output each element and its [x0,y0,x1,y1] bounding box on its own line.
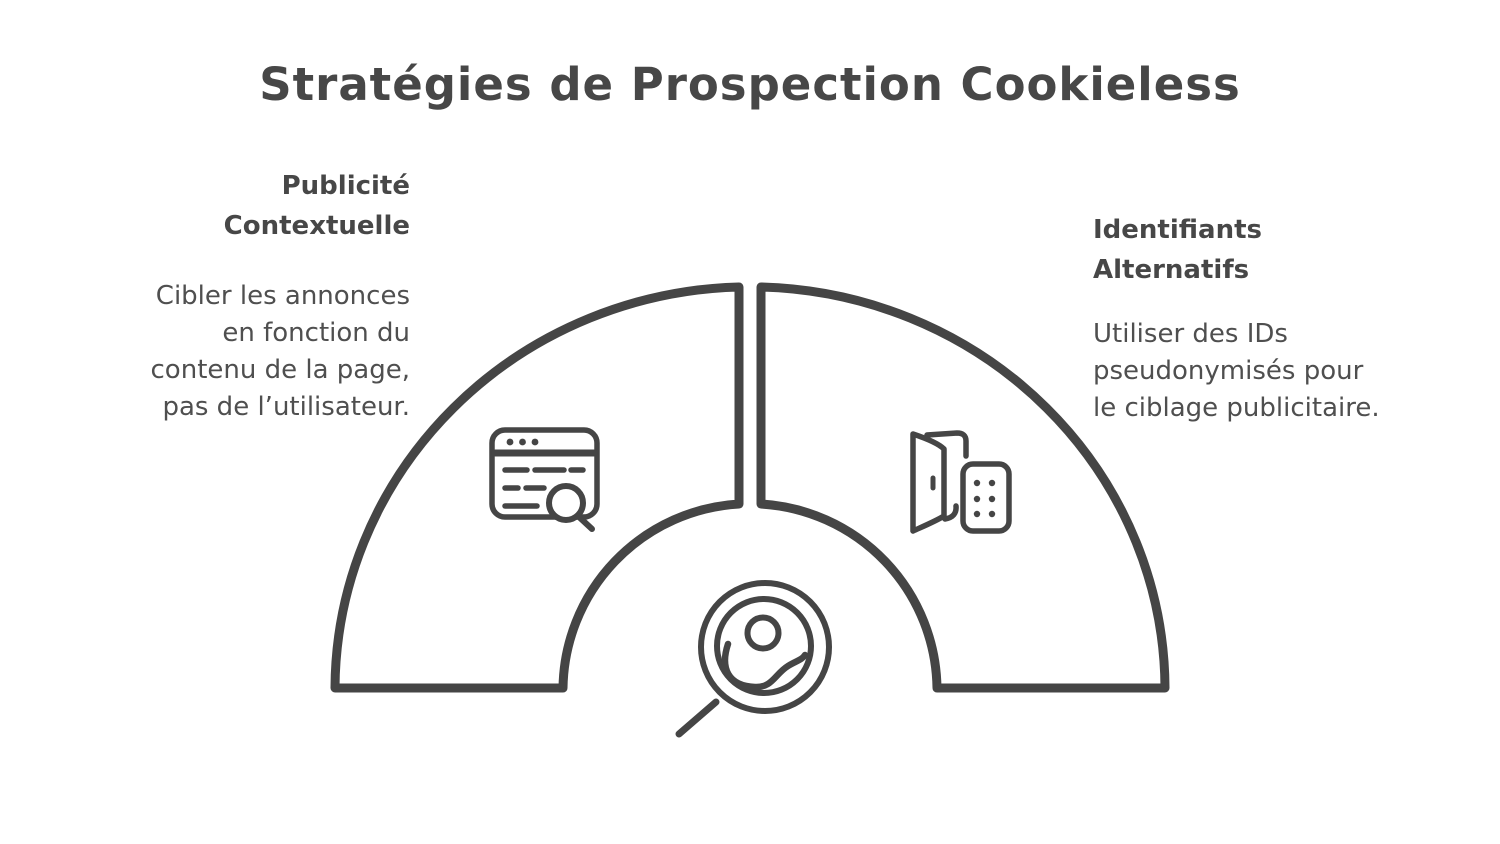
door-id-icon [910,430,1012,534]
right-segment-heading: Identifiants Alternatifs [1093,210,1473,290]
text-line: Alternatifs [1093,255,1250,285]
text-line: le ciblage publicitaire. [1093,393,1380,423]
text-line: Identifiants [1093,215,1262,245]
left-segment-description: Cibler les annonces en fonction du conte… [60,278,410,426]
page-title: Stratégies de Prospection Cookieless [259,58,1241,111]
text-line: Publicité [281,171,410,201]
text-line: pas de l’utilisateur. [162,392,410,422]
segment-label-right: Identifiants Alternatifs Utiliser des ID… [1093,210,1473,427]
text-line: contenu de la page, [150,355,410,385]
segment-label-left: Publicité Contextuelle Cibler les annonc… [60,166,410,426]
left-segment-heading: Publicité Contextuelle [60,166,410,246]
text-line: Utiliser des IDs [1093,319,1288,349]
text-line: Cibler les annonces [155,281,410,311]
text-line: pseudonymisés pour [1093,356,1364,386]
text-line: en fonction du [222,318,410,348]
browser-search-icon [489,427,600,532]
text-line: Contextuelle [223,211,410,241]
user-search-icon [675,580,832,738]
right-segment-description: Utiliser des IDs pseudonymisés pour le c… [1093,316,1473,427]
